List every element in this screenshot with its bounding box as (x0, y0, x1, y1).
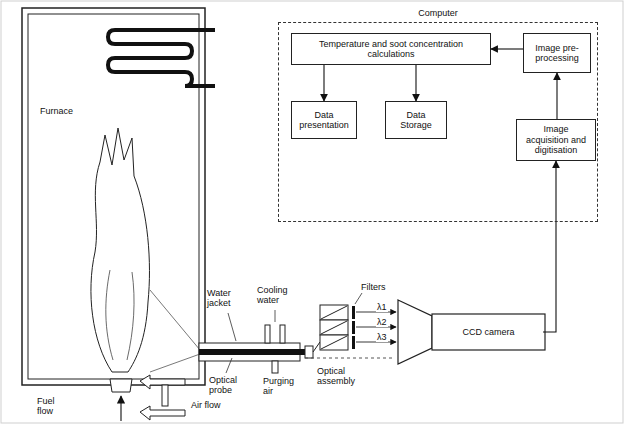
node-label: Image pre-processing (528, 43, 586, 64)
flame (91, 128, 150, 372)
optical-assembly (320, 305, 348, 350)
flow-arrow (323, 65, 324, 101)
part-label: λ3 (376, 332, 388, 342)
computer-group: ComputerTemperature and soot concentrati… (278, 22, 598, 222)
process-box: Image acquisition and digitisation (516, 119, 596, 161)
flow-arrow (491, 48, 523, 49)
flow-arrow (556, 73, 557, 119)
furnace-wall (28, 14, 199, 379)
part-label: Purging air (262, 376, 304, 397)
ccd-camera: CCD camera (434, 316, 543, 348)
part-label: Optical assembly (316, 366, 378, 387)
process-box: Image pre-processing (523, 33, 591, 73)
part-label: Cooling water (256, 285, 302, 306)
node-label: Data Storage (390, 110, 442, 131)
heat-exchanger-coil (108, 30, 215, 86)
part-label: Optical probe (208, 375, 250, 396)
camera-body (432, 314, 545, 350)
cooling-pipe (280, 325, 285, 343)
leader-line (228, 313, 236, 341)
node-label: Data presentation (296, 110, 352, 131)
filter (352, 306, 355, 349)
leader-line (226, 358, 232, 373)
part-label: Fuel flow (36, 396, 68, 417)
node-label: Image acquisition and digitisation (521, 124, 591, 155)
probe-coupling (305, 346, 313, 358)
optical-probe (199, 349, 305, 355)
cooling-pipe (265, 325, 270, 343)
group-heading: Computer (279, 8, 597, 18)
node-label: CCD camera (462, 327, 514, 337)
leader-line (275, 310, 276, 322)
process-box: Data Storage (385, 101, 447, 139)
furnace-wall (22, 8, 205, 385)
node-label: Temperature and soot concentration calcu… (296, 39, 486, 60)
node-label: Furnace (40, 106, 73, 116)
burner (110, 379, 132, 392)
process-box: Temperature and soot concentration calcu… (291, 33, 491, 65)
beam (313, 342, 320, 352)
air-arrow (140, 406, 185, 420)
camera-lens (398, 300, 432, 364)
part-label: Water jacket (206, 288, 250, 309)
flow-arrow (543, 161, 556, 332)
leader-line (355, 293, 362, 304)
sight-line (150, 354, 200, 372)
flow-arrow (415, 65, 416, 101)
furnace: Furnace (28, 14, 199, 379)
sight-line (150, 290, 200, 350)
optical-axis (305, 358, 395, 359)
flame (106, 270, 134, 360)
process-box: Data presentation (291, 101, 357, 139)
part-label: λ2 (376, 317, 388, 327)
air-duct (162, 385, 168, 406)
part-label: Air flow (190, 400, 222, 410)
part-label: Filters (360, 282, 387, 292)
beam (356, 312, 396, 342)
fuel-arrow (120, 396, 121, 421)
part-label: λ1 (376, 302, 388, 312)
purge-pipe (272, 361, 278, 373)
